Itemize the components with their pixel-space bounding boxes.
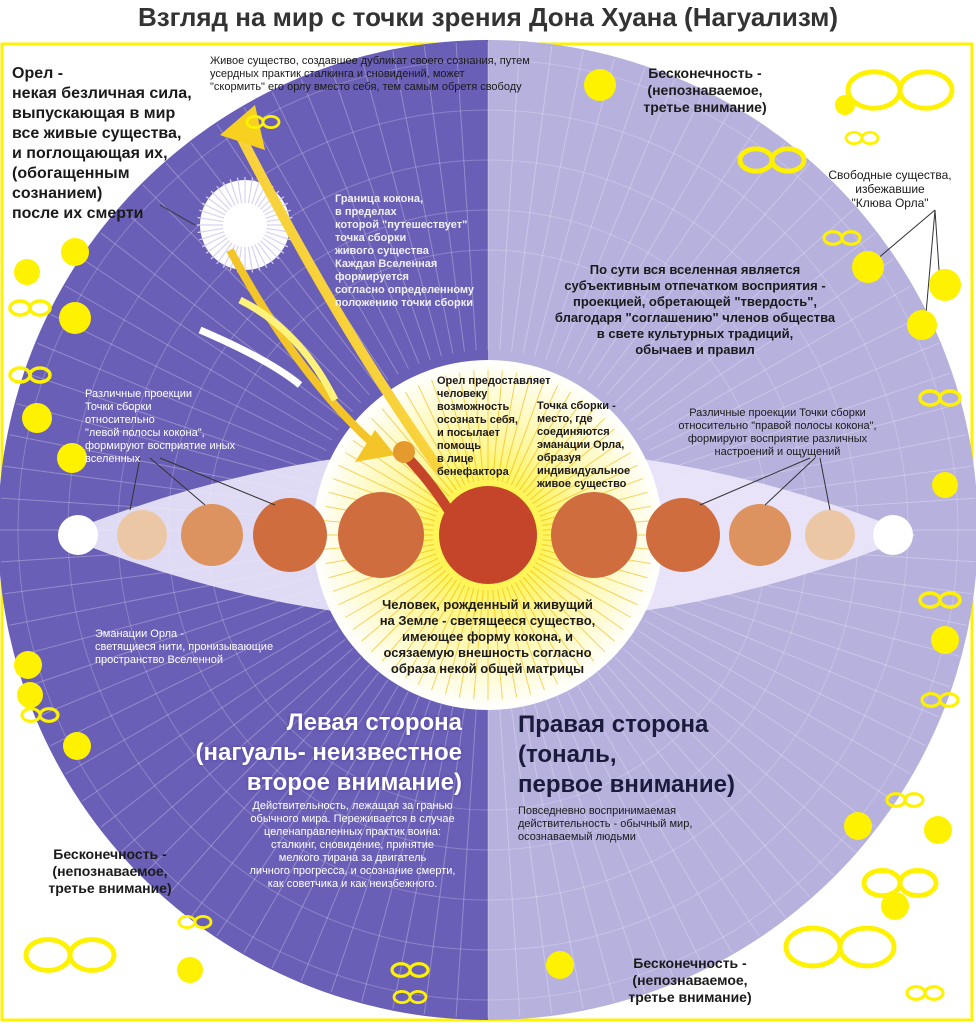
yellow-dot — [177, 957, 203, 983]
infinity-icon — [918, 591, 962, 609]
projection-sphere-0 — [58, 515, 98, 555]
infinity-icon — [177, 914, 213, 930]
free-beings-label: Свободные существа, избежавшие "Клюва Ор… — [828, 168, 952, 210]
yellow-dot — [932, 472, 958, 498]
yellow-dot — [924, 816, 952, 844]
infinity-icon — [905, 985, 945, 1001]
right-side-heading: Правая сторона (тональ, первое внимание) — [518, 711, 735, 798]
infinity-icon — [392, 989, 428, 1005]
duplicate-arrow — [235, 132, 445, 473]
yellow-dot — [57, 443, 87, 473]
assembly-point-label: Точка сборки - место, где соединяются эм… — [537, 400, 631, 490]
yellow-dot — [852, 251, 884, 283]
infinity-icon — [861, 867, 939, 899]
infinity-icon — [918, 389, 962, 407]
right-side-text: Повседневно воспринимаемая действительно… — [518, 805, 693, 843]
projection-arrow-yellow — [238, 296, 339, 402]
infinity-icon — [844, 130, 880, 146]
left-projections-label: Различные проекции Точки сборки относите… — [85, 388, 236, 465]
infinity-label-top-right: Бесконечность - (непознаваемое, третье в… — [643, 65, 767, 115]
yellow-dot — [14, 651, 42, 679]
infinity-label-bottom-right: Бесконечность - (непознаваемое, третье в… — [628, 955, 752, 1005]
assembly-point — [393, 441, 415, 463]
left-side-text: Действительность, лежащая за гранью обыч… — [249, 800, 456, 890]
infinity-icon — [245, 114, 281, 130]
infinity-icon — [822, 230, 862, 246]
eagle-help-arrowhead — [355, 430, 395, 462]
infinity-icon — [8, 366, 52, 384]
projection-sphere-3 — [253, 498, 327, 572]
yellow-dot — [546, 951, 574, 979]
yellow-dot — [63, 732, 91, 760]
cocoon-border-label: Граница кокона, в пределах которой "путе… — [335, 193, 475, 309]
yellow-dot — [61, 238, 89, 266]
projection-sphere-8 — [729, 504, 791, 566]
projection-sphere-9 — [805, 510, 855, 560]
projection-spheres — [58, 486, 913, 584]
yellow-dot — [22, 403, 52, 433]
yellow-dot — [14, 259, 40, 285]
eagle-label: Орел - некая безличная сила, выпускающая… — [12, 65, 192, 222]
universe-note: По сути вся вселенная является субъектив… — [554, 262, 836, 357]
projection-sphere-10 — [873, 515, 913, 555]
infinity-icon — [920, 692, 960, 708]
infinity-icon — [845, 69, 955, 111]
infinity-symbols — [8, 69, 962, 1005]
emanations-label: Эманации Орла - светящиеся нити, пронизы… — [95, 628, 274, 666]
eagle-gives-label: Орел предоставляет человеку возможность … — [437, 375, 551, 478]
yellow-dot — [59, 302, 91, 334]
yellow-dot — [881, 892, 909, 920]
human-note: Человек, рожденный и живущий на Земле - … — [379, 597, 596, 676]
right-projections-label: Различные проекции Точки сборки относите… — [678, 407, 877, 458]
eagle-help-arrow — [226, 248, 383, 454]
projection-sphere-2 — [181, 504, 243, 566]
projection-sphere-7 — [646, 498, 720, 572]
yellow-dot — [835, 95, 855, 115]
projection-sphere-6 — [551, 492, 637, 578]
infinity-icon — [8, 299, 52, 317]
yellow-dot — [17, 682, 43, 708]
page-title: Взгляд на мир с точки зрения Дона Хуана … — [137, 2, 839, 32]
projection-sphere-1 — [117, 510, 167, 560]
yellow-dot — [584, 69, 616, 101]
projection-arrow-white — [198, 326, 303, 388]
infinity-icon — [783, 925, 897, 969]
projection-sphere-5 — [439, 486, 537, 584]
left-side-heading: Левая сторона (нагуаль- неизвестное втор… — [195, 709, 462, 796]
yellow-dot — [907, 310, 937, 340]
infinity-icon — [23, 937, 117, 973]
infinity-icon — [885, 792, 925, 808]
infinity-label-bottom-left: Бесконечность - (непознаваемое, третье в… — [48, 846, 172, 896]
yellow-dot — [931, 626, 959, 654]
duplicate-note: Живое существо, создавшее дубликат своег… — [210, 55, 530, 93]
infinity-icon — [390, 962, 430, 978]
yellow-dot — [929, 269, 961, 301]
yellow-dot — [844, 812, 872, 840]
yellow-dots — [14, 69, 961, 983]
projection-sphere-4 — [338, 492, 424, 578]
